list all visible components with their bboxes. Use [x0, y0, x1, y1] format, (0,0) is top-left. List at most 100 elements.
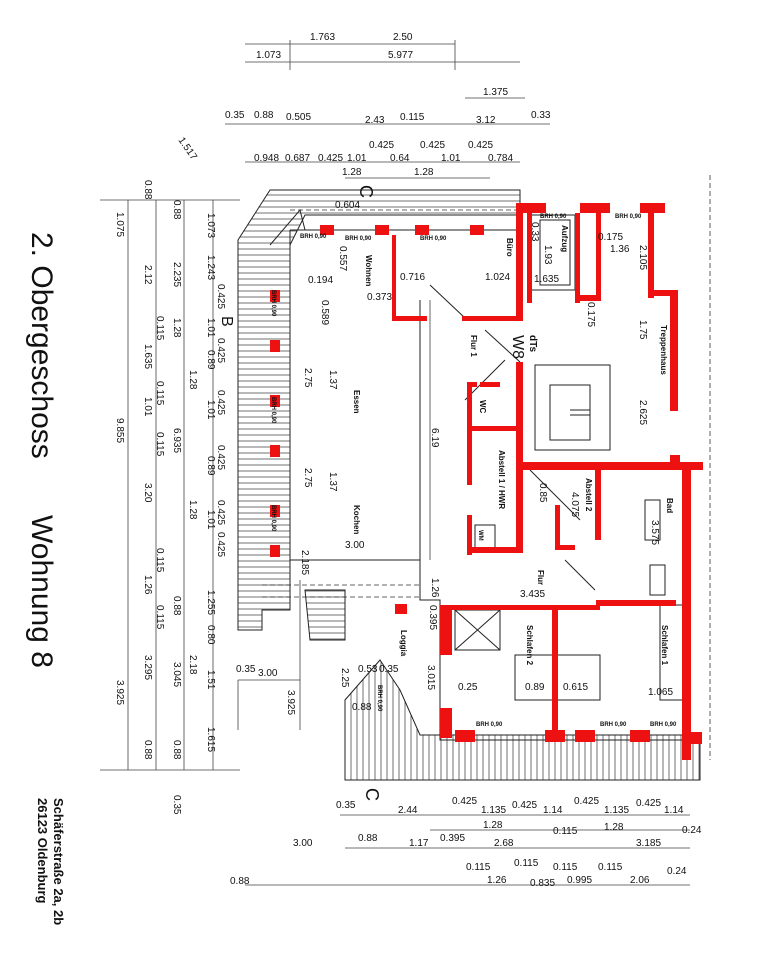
window-sill-label: BRH 0,90	[345, 236, 372, 242]
dimension-label: 1.17	[409, 838, 429, 849]
dimension-label: 3.015	[425, 665, 436, 690]
dimension-label: 0.425	[318, 153, 343, 164]
dimension-label: 0.425	[636, 798, 661, 809]
section-mark-c-bottom: C	[362, 788, 382, 801]
dimension-label: 0.615	[563, 682, 588, 693]
dimension-label: 1.024	[485, 272, 510, 283]
dimension-label: 0.425	[369, 140, 394, 151]
room-flur1: Flur 1	[469, 335, 478, 357]
dimension-label: 1.243	[205, 255, 216, 280]
room-loggia: Loggia	[399, 630, 408, 657]
dimension-label: 0.995	[567, 875, 592, 886]
dimension-label: 1.37	[327, 472, 338, 492]
dimension-label: 1.37	[327, 370, 338, 390]
dimension-label: 1.635	[142, 344, 153, 369]
dimension-label: 0.89	[205, 456, 216, 476]
dimension-label: 1.93	[542, 245, 553, 265]
dimension-label: 0.88	[358, 833, 378, 844]
dimension-label: 2.68	[494, 838, 514, 849]
dimension-label: 0.80	[205, 625, 216, 645]
dimension-label: 2.235	[171, 262, 182, 287]
dimension-label: 2.44	[398, 805, 418, 816]
dimension-label: 0.88	[142, 180, 153, 200]
dimension-label: 0.948	[254, 153, 279, 164]
dimension-label: 0.115	[553, 826, 578, 837]
dimension-label: 0.557	[337, 246, 348, 271]
dimension-label: 0.425	[468, 140, 493, 151]
dimension-label: 2.75	[302, 468, 313, 488]
dimension-label: 0.425	[574, 796, 599, 807]
window-sill-label: BRH 0,90	[650, 722, 677, 728]
dimension-label: 0.115	[598, 862, 623, 873]
dimension-label: 3.575	[649, 520, 660, 545]
dimension-label: 0.115	[154, 605, 165, 630]
dimension-label: 2.12	[142, 265, 153, 285]
dimension-label: 1.26	[142, 575, 153, 595]
dimension-label: 0.425	[215, 532, 226, 557]
dimension-label: 1.51	[205, 670, 216, 690]
dimension-label: 1.28	[604, 822, 624, 833]
room-abstell2: Abstell 2	[584, 478, 593, 512]
room-labels: Wohnen Essen Kochen Flur 1 WC Abstell 1 …	[352, 225, 674, 666]
dimension-label: 0.115	[553, 862, 578, 873]
dimension-label: 0.835	[530, 878, 555, 889]
dimension-label: 3.925	[285, 690, 296, 715]
dimension-label: 2.43	[365, 115, 385, 126]
window-sill-label: BRH 0,90	[476, 722, 503, 728]
floor-title: 2. Obergeschoss	[25, 232, 58, 459]
dimension-label: 0.88	[171, 200, 182, 220]
dimension-label: 0.716	[400, 272, 425, 283]
dimension-label: 0.115	[466, 862, 491, 873]
dimension-label: 0.24	[682, 825, 702, 836]
dimension-label: 1.01	[347, 153, 367, 164]
dimension-label: 2.06	[630, 875, 650, 886]
section-mark-b: B	[218, 316, 235, 327]
dimension-label: 3.00	[293, 838, 313, 849]
room-wm: WM	[477, 530, 483, 541]
dimension-label: 1.26	[429, 578, 440, 598]
room-flur: Flur	[536, 570, 545, 585]
dimension-label: 0.395	[427, 605, 438, 630]
dimension-label: 2.105	[637, 245, 648, 270]
dimension-label: 3.295	[142, 655, 153, 680]
window-sill-label: BRH 0,90	[376, 685, 382, 712]
dimension-label: 0.373	[367, 292, 392, 303]
dimension-label: 1.28	[483, 820, 503, 831]
dimension-label: 2.18	[187, 655, 198, 675]
window-sill-label: BRH 0,90	[540, 214, 567, 220]
dimension-label: 1.28	[187, 370, 198, 390]
dimension-label: 6.19	[429, 428, 440, 448]
dimension-label: 0.35	[225, 110, 245, 121]
dimension-label: 0.425	[512, 800, 537, 811]
dimension-label: 0.395	[440, 833, 465, 844]
dimension-label: 3.045	[171, 662, 182, 687]
dimension-label: 3.185	[636, 838, 661, 849]
dimension-label: 1.135	[604, 805, 629, 816]
dimension-label: 0.425	[215, 445, 226, 470]
dimension-label: 5.977	[388, 50, 413, 61]
room-wohnen: Wohnen	[364, 255, 373, 287]
dimension-label: 0.784	[488, 153, 513, 164]
dimension-label: 0.115	[400, 112, 425, 123]
room-wc: WC	[478, 400, 487, 414]
dimension-lines	[100, 40, 690, 886]
walls	[270, 203, 703, 760]
dimension-label: 0.53	[358, 664, 378, 675]
dimension-label: 1.01	[205, 400, 216, 420]
dimension-label: 1.517	[176, 135, 200, 162]
dimension-label: 0.425	[420, 140, 445, 151]
dimension-label: 0.115	[154, 316, 165, 341]
dimension-label: 1.01	[441, 153, 461, 164]
dimension-label: 0.33	[529, 222, 540, 242]
address-city: 26123 Oldenburg	[35, 798, 50, 904]
dimension-label: 0.425	[215, 338, 226, 363]
dimension-label: 0.115	[154, 548, 165, 573]
section-mark-c-top: C	[356, 185, 376, 198]
dimension-label: 2.625	[637, 400, 648, 425]
dimension-label: 1.073	[205, 213, 216, 238]
room-aufzug: Aufzug	[560, 225, 569, 252]
dimension-label: 1.01	[205, 510, 216, 530]
dimension-label: 1.28	[171, 318, 182, 338]
